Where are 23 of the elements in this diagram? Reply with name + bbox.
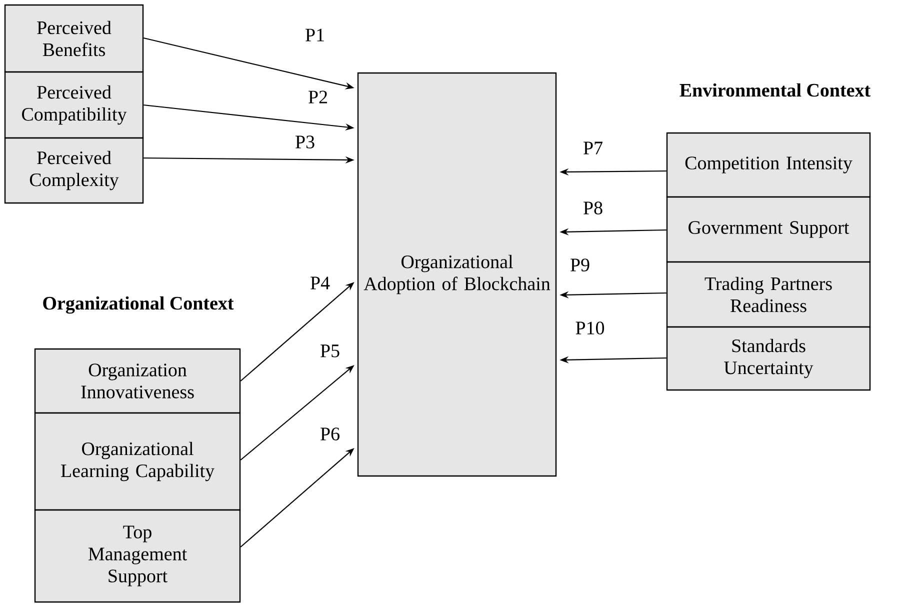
edge-label: P9 xyxy=(570,258,590,272)
edge-label: P1 xyxy=(306,28,324,42)
edge-label: P2 xyxy=(308,90,327,104)
edge-label: P8 xyxy=(584,202,602,214)
edge-label: P6 xyxy=(320,428,340,440)
edge-label: P10 xyxy=(576,322,604,334)
edge-label: P5 xyxy=(320,344,340,358)
context-heading: Organizational Context xyxy=(43,296,234,314)
concept-box: Competition Intensity xyxy=(666,132,871,198)
concept-box: Perceived Benefits xyxy=(4,4,144,73)
concept-box: Standards Uncertainty xyxy=(666,326,871,391)
context-heading: Environmental Context xyxy=(680,83,870,97)
concept-box: Perceived Complexity xyxy=(4,137,144,204)
edge-label: P4 xyxy=(310,276,330,290)
edge-label: P3 xyxy=(296,136,314,148)
concept-box: Organizational Learning Capability xyxy=(34,412,241,511)
concept-box: Organization Innovativeness xyxy=(34,348,241,414)
concept-box: Perceived Compatibility xyxy=(4,71,144,139)
concept-box: Organizational Adoption of Blockchain xyxy=(357,72,557,477)
edge-label: P7 xyxy=(584,142,602,154)
concept-box: Top Management Support xyxy=(34,509,241,603)
concept-box: Trading Partners Readiness xyxy=(666,261,871,328)
concept-box: Government Support xyxy=(666,196,871,263)
